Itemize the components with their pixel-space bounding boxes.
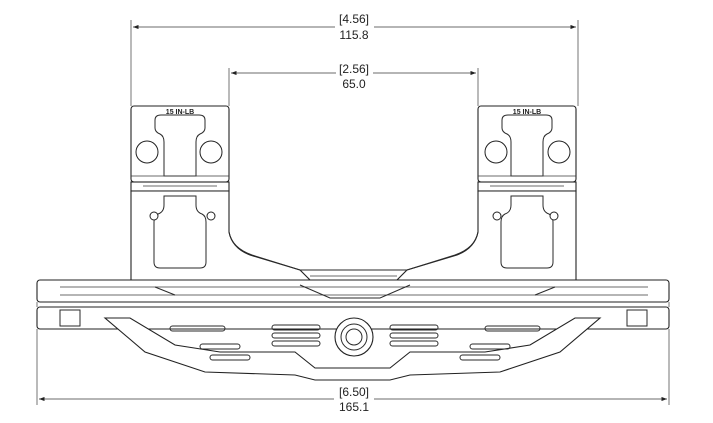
dimension-mm-label: 65.0	[342, 77, 366, 91]
clamp-knob-inner	[340, 323, 368, 351]
torque-label: 15 IN-LB	[513, 109, 541, 116]
dimension-mm-label: 115.8	[339, 28, 368, 42]
dimension-inches-label: [2.56]	[339, 62, 369, 76]
rail-detail	[154, 284, 556, 299]
rail-end-block	[59, 309, 81, 327]
clamp-plate	[103, 317, 602, 381]
dimension-inches-label: [4.56]	[339, 12, 369, 26]
vent-slot	[484, 325, 541, 332]
screw-hole	[135, 140, 159, 164]
vent-slot	[271, 324, 321, 331]
ring-seam	[477, 181, 577, 192]
mount-bridge	[228, 231, 479, 271]
screw-hole	[206, 211, 216, 221]
rail-top	[36, 279, 670, 303]
clamp-plate-body	[103, 317, 602, 381]
torque-label: 15 IN-LB	[166, 109, 194, 116]
dimension-inner-spacing: [2.56] 65.0	[228, 62, 479, 106]
screw-hole	[492, 211, 502, 221]
vent-slot	[209, 354, 251, 361]
vent-slot	[389, 324, 439, 331]
dimension-overall-width: [6.50] 165.1	[36, 329, 670, 414]
right-ring: 15 IN-LB	[395, 105, 577, 281]
screw-hole	[199, 140, 223, 164]
vent-slot	[199, 343, 241, 350]
ring-seam	[130, 181, 230, 192]
dimension-inches-label: [6.50]	[339, 385, 369, 399]
vent-slot	[389, 340, 439, 347]
vent-slot	[271, 340, 321, 347]
dimension-mm-label: 165.1	[339, 400, 369, 414]
left-ring: 15 IN-LB	[130, 105, 312, 281]
ring-cap-slot	[501, 114, 553, 177]
clamp-knob-center	[345, 328, 363, 346]
screw-hole	[149, 211, 159, 221]
screw-hole	[484, 140, 508, 164]
vent-slot	[459, 354, 501, 361]
rail-end-block	[626, 309, 648, 327]
ring-cap-slot	[154, 114, 206, 177]
vent-slot	[169, 325, 226, 332]
ring-base	[395, 190, 577, 281]
vent-slot	[389, 332, 439, 339]
dimension-ring-spacing: [4.56] 115.8	[130, 12, 579, 106]
vent-slot	[469, 343, 511, 350]
ring-base-slot	[500, 195, 554, 269]
ring-base	[130, 190, 312, 281]
screw-hole	[549, 211, 559, 221]
vent-slot	[271, 332, 321, 339]
screw-hole	[547, 140, 571, 164]
